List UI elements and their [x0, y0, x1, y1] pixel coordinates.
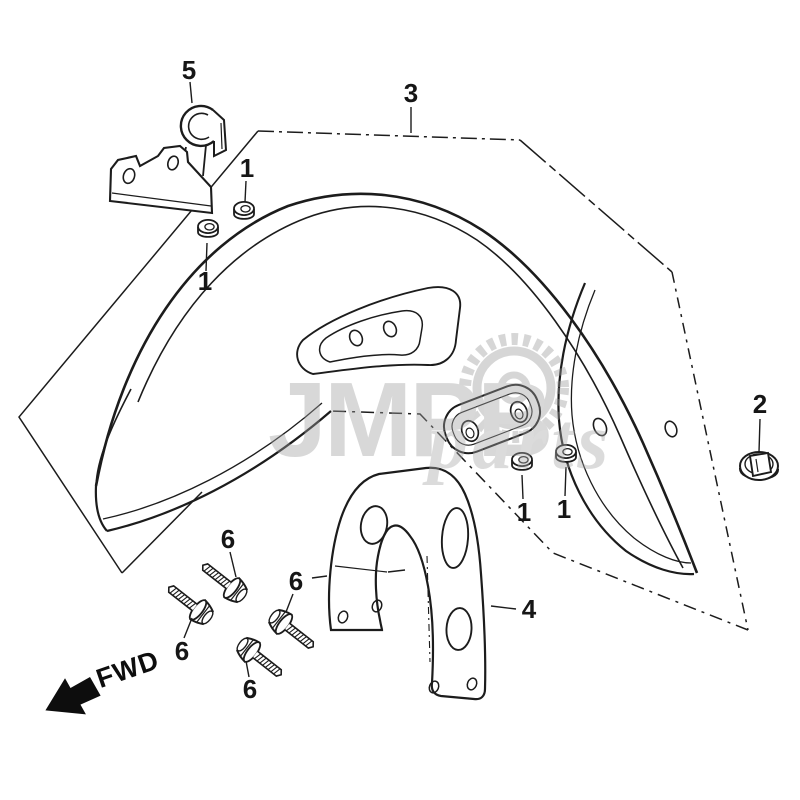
flange-nut-part-2	[738, 451, 780, 481]
leader-lines	[183, 81, 761, 678]
nut-1-a	[197, 218, 219, 238]
callout-4: 4	[522, 594, 537, 624]
fender-mounting-tab	[443, 383, 541, 455]
callout-6-d: 6	[243, 674, 257, 704]
callout-5: 5	[182, 55, 196, 85]
callout-numbers: 5 3 1 1 1 1 2 4 6 6 6 6	[175, 55, 767, 704]
bolt-6-c	[231, 632, 290, 686]
callout-6-c: 6	[175, 636, 189, 666]
section-border	[18, 130, 749, 631]
gear-icon	[459, 333, 569, 443]
front-fender-part-3	[94, 192, 699, 576]
callout-3: 3	[404, 78, 418, 108]
callout-2: 2	[753, 389, 767, 419]
fwd-arrow-icon	[45, 677, 101, 715]
bolt-6-b	[160, 576, 219, 630]
cable-clamp-part-5	[108, 104, 228, 215]
callout-1-a: 1	[240, 153, 254, 183]
callout-1-c: 1	[517, 497, 531, 527]
stay-bracket-part-4	[327, 466, 487, 701]
watermark: JMPB parts	[268, 333, 613, 486]
watermark-suffix: parts	[422, 398, 613, 486]
bolt-6-d	[263, 604, 322, 658]
fwd-marker: FWD	[45, 645, 163, 715]
callout-6-a: 6	[221, 524, 235, 554]
fender-side-bracket	[296, 286, 462, 375]
callout-1-d: 1	[557, 494, 571, 524]
fwd-label: FWD	[92, 645, 163, 694]
callout-6-b: 6	[289, 566, 303, 596]
nut-1-b	[233, 200, 255, 220]
callout-1-b: 1	[198, 266, 212, 296]
watermark-brand: JMPB	[268, 361, 551, 479]
